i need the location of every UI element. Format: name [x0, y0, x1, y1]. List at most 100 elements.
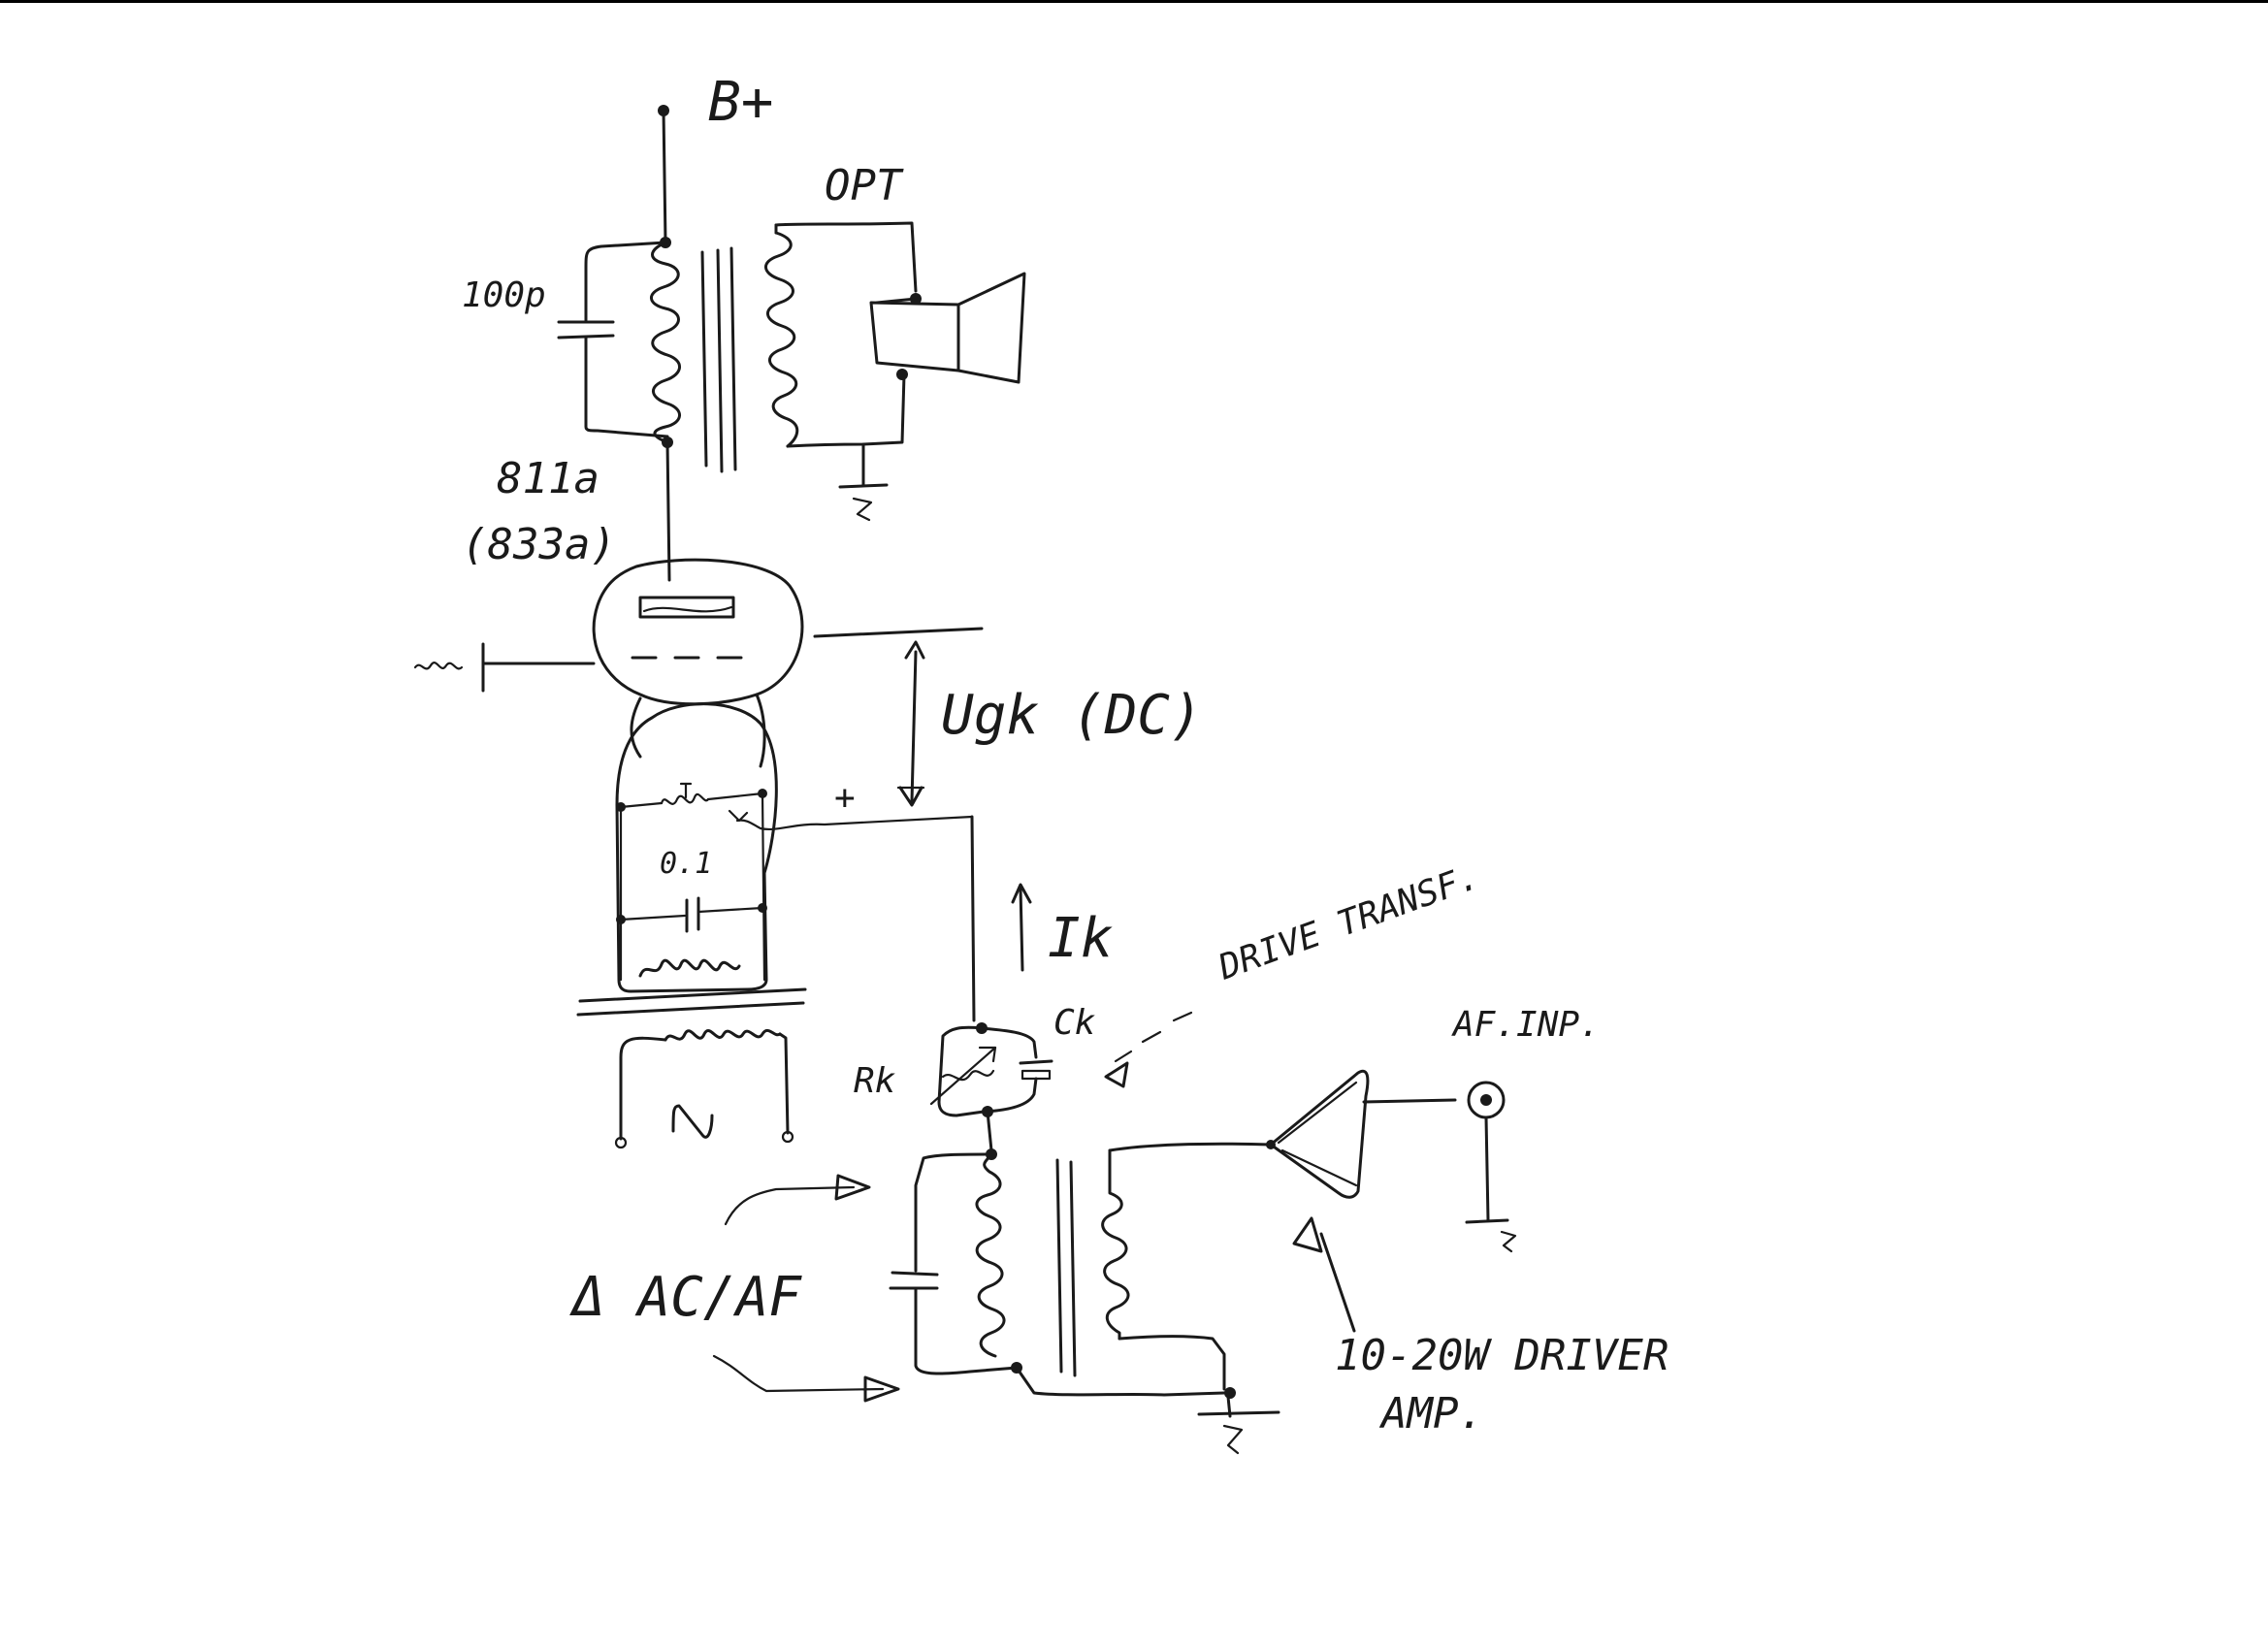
opt-core-line-1 [700, 250, 708, 468]
label-plus-sign: + [834, 778, 856, 818]
ugk-arrow-head-down [898, 786, 923, 807]
label-ik: Ik [1048, 907, 1113, 970]
ck-branch-top [980, 1026, 1038, 1059]
delta-arrow-top-head [834, 1174, 871, 1201]
label-rk: Rk [854, 1061, 896, 1101]
label-opt: OPT [825, 161, 904, 210]
fil-transformer-secondary [638, 958, 741, 978]
cap-100p-bottom-wire [584, 336, 669, 438]
cap01-wire-left [619, 914, 687, 922]
input-jack-ground-wire [1484, 1116, 1490, 1222]
filament-envelope [615, 702, 778, 993]
speaker-lead-top [875, 297, 918, 305]
label-ugk: Ugk (DC) [941, 684, 1203, 747]
fil-wire-left [619, 801, 664, 809]
drive-transformer [889, 1142, 1280, 1455]
opt-secondary-coil [764, 231, 799, 448]
tube-plate-detail [642, 605, 733, 613]
speaker [869, 272, 1026, 384]
drive-ground-bar [1197, 1410, 1280, 1416]
driver-amplifier [1266, 1069, 1517, 1333]
filament-circuit [576, 782, 974, 1149]
filament-winding [660, 792, 710, 805]
opt-primary-coil [650, 241, 681, 444]
scan-edge-line [0, 0, 2268, 3]
speaker-cone [956, 272, 1026, 384]
label-ck: Ck [1053, 1003, 1096, 1043]
plate-lead [665, 440, 671, 582]
ik-arrow-line [1019, 887, 1024, 972]
speaker-bottom-node [896, 369, 908, 380]
label-cap-01: 0.1 [660, 847, 712, 881]
output-transformer [650, 221, 922, 522]
drive-cap-bottom-wire [914, 1286, 1019, 1375]
driver-amp-pointer-head [1292, 1216, 1323, 1253]
opt-sec-bottom-wire [786, 372, 906, 448]
fil-primary-right-lead [778, 1032, 790, 1135]
label-tube: 811a [497, 454, 599, 503]
cathode-circuit [929, 815, 1053, 1160]
label-100p: 100p [462, 275, 546, 315]
opt-sec-top-wire [774, 221, 918, 293]
driver-amp-triangle [1269, 1069, 1370, 1199]
rk-branch-left [937, 1025, 986, 1117]
rk-variable-arrow-head [978, 1046, 997, 1063]
drive-core-1 [1055, 1158, 1063, 1374]
driver-amp-input-wire [1362, 1098, 1457, 1104]
triode-tube [413, 440, 984, 993]
tube-envelope-top [592, 558, 804, 706]
filament-center-tap-wire [735, 815, 974, 830]
fil-transformer-core-1 [578, 987, 807, 1003]
grid-stopper-resistor [413, 662, 464, 670]
drive-cap-plate-1 [891, 1271, 939, 1277]
mains-terminal-left [614, 1136, 628, 1149]
opt-core-line-2 [716, 248, 724, 473]
tube-plate [638, 596, 735, 619]
fil-wire-right [706, 792, 764, 801]
cathode-to-drive [986, 1110, 993, 1152]
fil-right-rail [761, 792, 766, 982]
drive-core-2 [1069, 1160, 1077, 1377]
ck-branch-bottom [986, 1077, 1038, 1114]
drive-cap-top-wire [914, 1152, 993, 1273]
opt-ground-symbol [852, 497, 873, 522]
drive-sec-top-wire [1108, 1142, 1273, 1152]
cathode-lead [970, 815, 976, 1022]
rk-resistor [941, 1069, 995, 1082]
ik-arrow-head [1011, 883, 1032, 904]
center-tap-arrow [728, 809, 749, 823]
b-plus-supply [658, 105, 671, 248]
driver-amp-output-node [1266, 1140, 1276, 1149]
primary-snubber-capacitor [557, 241, 669, 438]
drive-secondary-coil [1101, 1148, 1130, 1341]
ugk-arrow-line [910, 650, 918, 803]
drive-primary-coil [975, 1152, 1006, 1358]
fil-transformer-primary [664, 1028, 782, 1042]
delta-arrow-top-line [724, 1185, 856, 1226]
b-plus-wire [662, 109, 667, 244]
drive-ground-symbol [1222, 1424, 1244, 1455]
rk-variable-arrow [929, 1046, 997, 1106]
opt-core-line-3 [729, 246, 737, 471]
input-ground-symbol [1500, 1230, 1517, 1253]
drive-transf-pointer [1104, 1011, 1193, 1088]
label-driver-amp-line2: AMP. [1378, 1389, 1484, 1439]
mains-terminal-right [781, 1130, 794, 1144]
label-driver-amp-line1: 10-20W DRIVER [1335, 1331, 1669, 1380]
driver-amp-triangle-inner [1277, 1081, 1358, 1187]
input-ground-bar [1465, 1218, 1509, 1224]
drive-ground-wire [1015, 1366, 1226, 1397]
speaker-magnet [869, 301, 960, 372]
drive-transf-arrow-head [1104, 1061, 1129, 1088]
opt-ground-bar [838, 483, 889, 489]
ac-mains-symbol [671, 1104, 714, 1139]
ugk-arrow-head-up [904, 640, 925, 660]
drive-ground-stem [1226, 1395, 1232, 1418]
label-b-plus: B+ [708, 71, 773, 134]
label-delta-ac-af: Δ AC/AF [569, 1266, 802, 1329]
fil-primary-left-lead [619, 1036, 667, 1141]
label-tube-alt: (833a) [462, 520, 616, 569]
ck-plate-1 [1019, 1059, 1053, 1065]
